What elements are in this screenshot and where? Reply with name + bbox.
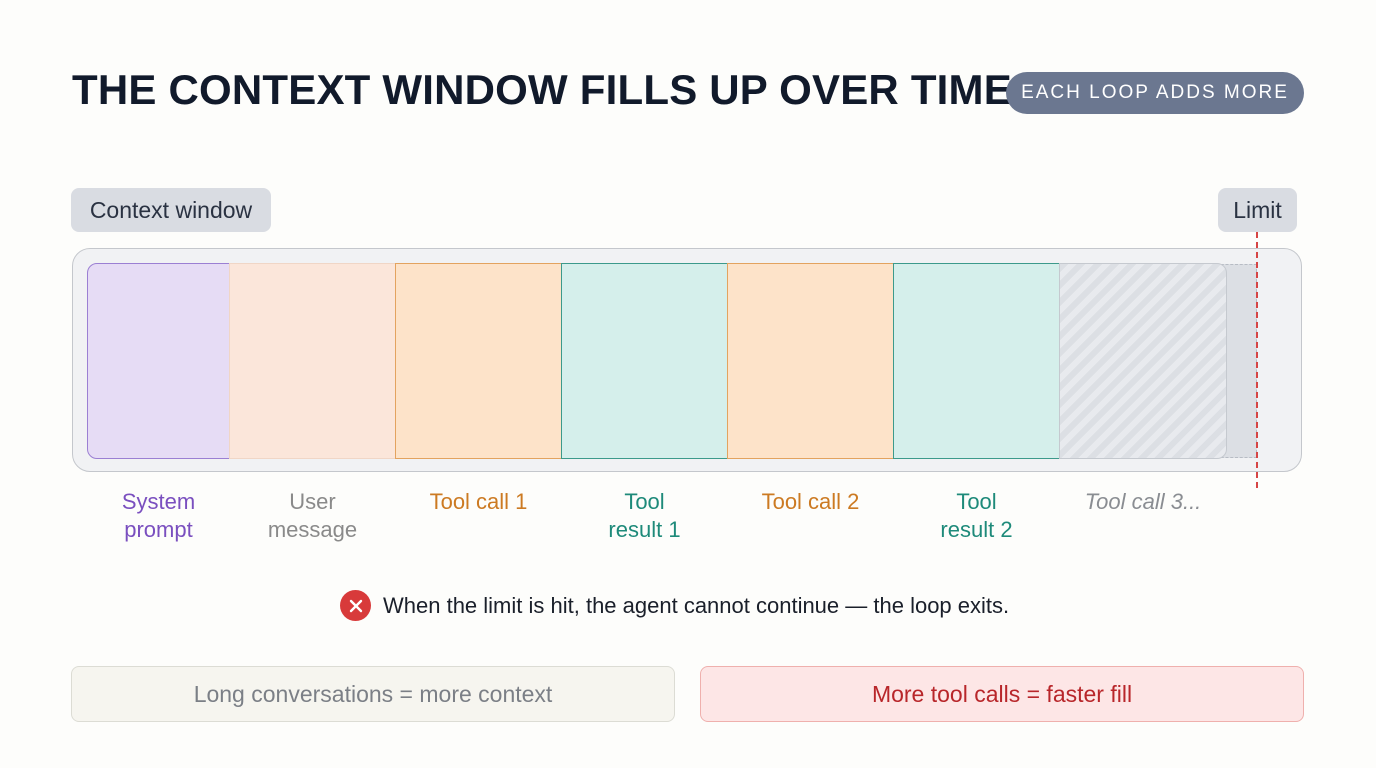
segment-tool-call-2 [727, 263, 894, 459]
label-system-prompt: System prompt [121, 489, 196, 542]
segment-tool-call-3-pending [1059, 263, 1227, 459]
each-loop-badge: EACH LOOP ADDS MORE [1006, 72, 1304, 114]
label-tool-call-3: Tool call 3... [1084, 489, 1202, 514]
long-conversations-note: Long conversations = more context [71, 666, 675, 722]
segment-tool-result-1 [561, 263, 728, 459]
limit-label: Limit [1218, 188, 1297, 232]
limit-warning: When the limit is hit, the agent cannot … [340, 590, 1009, 621]
segment-tool-result-2 [893, 263, 1060, 459]
context-window-label: Context window [71, 188, 271, 232]
label-tool-call-2: Tool call 2 [761, 489, 860, 514]
limit-line [1256, 232, 1258, 488]
label-tool-result-1: Tool result 1 [608, 489, 681, 542]
error-x-icon [340, 590, 371, 621]
label-tool-result-2: Tool result 2 [940, 489, 1013, 542]
page-title: THE CONTEXT WINDOW FILLS UP OVER TIME [72, 66, 1012, 113]
label-user-message: User message [267, 489, 358, 542]
segment-system-prompt [87, 263, 230, 459]
label-tool-call-1: Tool call 1 [429, 489, 528, 514]
segment-user-message [229, 263, 396, 459]
segment-tool-call-1 [395, 263, 562, 459]
more-tool-calls-note: More tool calls = faster fill [700, 666, 1304, 722]
warning-text: When the limit is hit, the agent cannot … [383, 592, 1010, 618]
